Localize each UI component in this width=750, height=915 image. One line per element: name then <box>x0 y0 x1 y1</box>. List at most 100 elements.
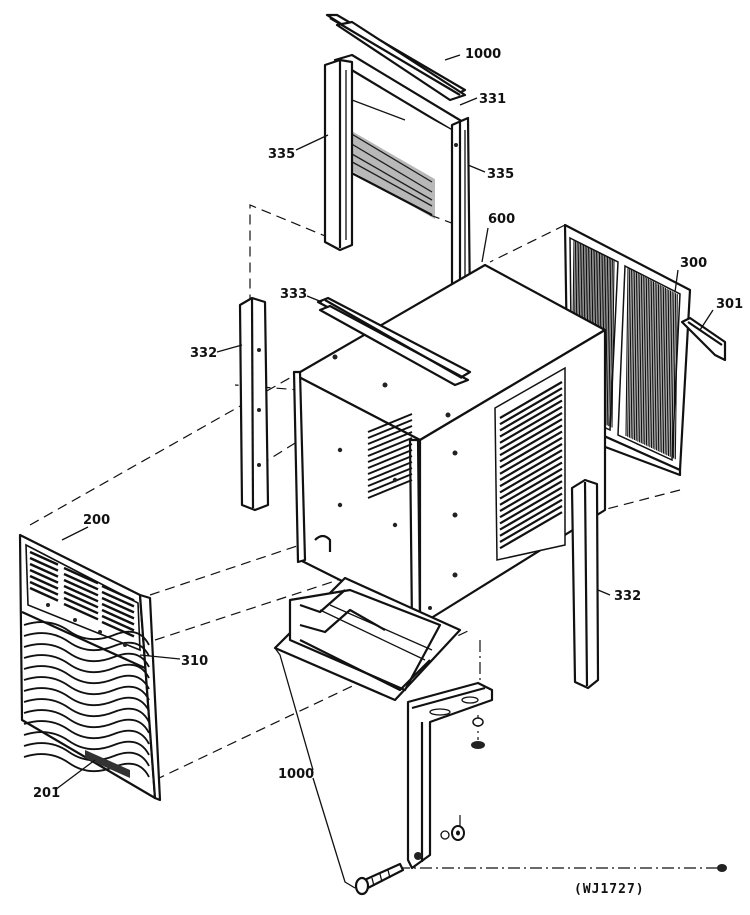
vent-slat <box>63 596 99 615</box>
woodgrain-stroke <box>23 698 150 723</box>
top-cover-panel <box>333 53 470 220</box>
vent-slat <box>63 566 99 585</box>
louver-slat <box>367 467 413 487</box>
rear-slat <box>666 289 670 456</box>
vent-slat <box>29 556 59 572</box>
rear-slat <box>671 292 675 458</box>
rear-slat <box>654 283 658 450</box>
louver-slat <box>367 449 413 469</box>
rear-slat <box>635 273 639 441</box>
louver-slat <box>499 511 563 550</box>
rear-slat <box>627 268 631 437</box>
louver-slat <box>367 431 413 451</box>
woodgrain-stroke <box>23 643 150 668</box>
louver-slat <box>367 419 413 439</box>
vent-slat <box>63 584 99 603</box>
rear-slat <box>669 291 673 457</box>
woodgrain-stroke <box>23 709 150 734</box>
louver-slat <box>499 424 563 463</box>
cabinet-wrapper <box>292 263 607 627</box>
vent-slat <box>29 574 59 590</box>
woodgrain-stroke <box>23 731 150 756</box>
nameplate <box>85 750 130 778</box>
louver-slat <box>499 418 563 457</box>
corner-post-right <box>570 478 600 690</box>
louver-slat <box>367 443 413 463</box>
louver-slat <box>499 467 563 506</box>
louver-slat <box>499 461 563 500</box>
label-1000-top: 1000 <box>465 47 501 62</box>
label-201: 201 <box>33 786 60 801</box>
rear-slat <box>633 272 638 441</box>
louver-slat <box>499 480 563 519</box>
label-331: 331 <box>479 92 506 107</box>
louver-slat <box>499 486 563 525</box>
louver-slat <box>367 437 413 457</box>
vent-slat <box>29 550 59 566</box>
vent-slat <box>101 608 135 626</box>
vent-slat <box>101 584 135 602</box>
rear-slat <box>661 286 665 453</box>
woodgrain-stroke <box>23 654 150 679</box>
louver-slat <box>367 413 413 433</box>
louver-slat <box>499 443 563 481</box>
louver-slat <box>367 479 413 499</box>
front-grille <box>18 533 162 802</box>
woodgrain-stroke <box>23 753 150 778</box>
side-curtain-frame-left <box>323 58 354 252</box>
woodgrain-stroke <box>23 665 150 690</box>
label-301: 301 <box>716 297 743 312</box>
rear-slat <box>630 270 634 439</box>
front-grille-woodgrain <box>23 621 150 778</box>
cabinet-louver-right <box>499 381 563 550</box>
label-333: 333 <box>280 287 307 302</box>
louver-slat <box>499 387 563 426</box>
rear-slat <box>609 259 613 427</box>
mounting-hardware <box>451 717 727 872</box>
vent-slat <box>101 602 135 620</box>
label-600: 600 <box>488 212 515 227</box>
label-1000-bottom: 1000 <box>278 767 314 782</box>
rear-slat <box>642 276 646 445</box>
rear-slat <box>611 259 615 428</box>
louver-slat <box>499 455 563 494</box>
louver-slat <box>499 393 563 432</box>
drawing-code: (WJ1727) <box>574 882 645 897</box>
label-335-left: 335 <box>268 147 295 162</box>
vent-slat <box>63 590 99 609</box>
rear-slat <box>639 275 643 443</box>
leader-lines <box>54 54 714 889</box>
rear-slat <box>659 285 663 453</box>
rear-bracket <box>680 316 727 362</box>
louver-slat <box>499 405 563 444</box>
rear-slat <box>662 287 666 454</box>
louver-slat <box>499 474 563 512</box>
louver-slat <box>499 505 563 543</box>
vent-slat <box>101 614 135 632</box>
rear-slat <box>625 267 629 437</box>
louver-slat <box>499 492 563 531</box>
louver-slat <box>499 381 563 419</box>
louver-slat <box>499 412 563 450</box>
rear-slat <box>652 282 656 449</box>
rear-slat <box>647 279 651 447</box>
rear-slat <box>674 294 678 460</box>
louver-slat <box>499 430 563 469</box>
louver-slat <box>367 455 413 475</box>
rear-slat <box>628 269 632 438</box>
vent-slat <box>29 568 59 584</box>
rear-slat <box>640 276 644 444</box>
part-labels: 1000 331 335 335 600 300 301 333 332 332… <box>33 47 743 897</box>
rear-grille-slats-right <box>625 267 678 460</box>
cabinet-top-channel <box>316 296 472 387</box>
louver-slat <box>367 461 413 481</box>
rear-slat <box>673 293 677 459</box>
side-curtain-frame-right <box>450 116 472 320</box>
vent-slat <box>63 578 99 597</box>
rear-slat <box>632 271 636 440</box>
rear-slat <box>656 284 660 451</box>
front-grille-vents <box>29 550 135 638</box>
louver-slat <box>367 425 413 445</box>
top-angle-rail <box>325 13 467 102</box>
